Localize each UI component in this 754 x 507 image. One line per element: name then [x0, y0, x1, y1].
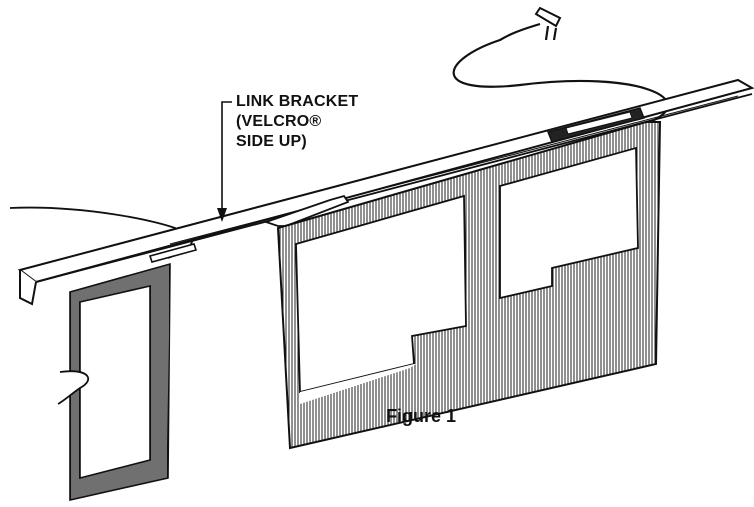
callout-line-1: LINK BRACKET — [236, 93, 359, 110]
figure-caption: Figure 1 — [386, 406, 457, 426]
power-cord — [452, 6, 669, 124]
link-bracket-callout: LINK BRACKET (VELCRO® SIDE UP) — [236, 92, 436, 152]
left-panel — [50, 262, 171, 501]
link-bracket — [148, 243, 198, 263]
callout-line-2: (VELCRO® — [236, 113, 322, 130]
board-panel — [263, 107, 662, 450]
plug-icon — [534, 6, 562, 41]
callout-leader — [217, 101, 232, 222]
callout-line-3: SIDE UP) — [236, 133, 307, 150]
